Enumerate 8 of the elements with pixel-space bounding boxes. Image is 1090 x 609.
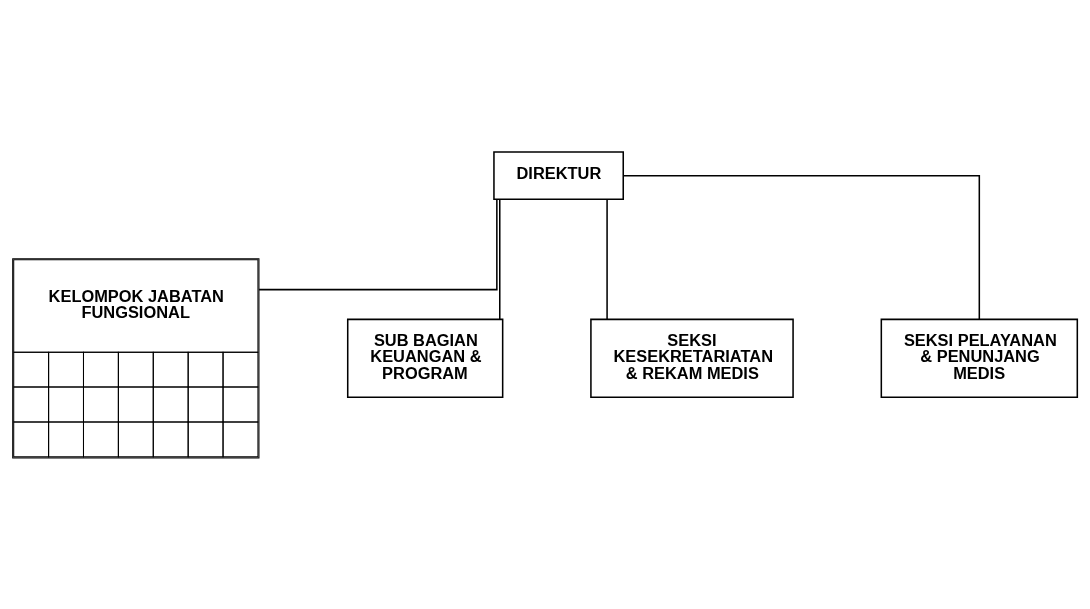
connector: [499, 198, 501, 320]
node-box: SEKSI PELAYANAN & PENUNJANG MEDIS: [880, 318, 1079, 398]
node-box: DIREKTUR: [493, 150, 624, 200]
node-box: SUB BAGIAN KEUANGAN & PROGRAM: [346, 318, 504, 398]
connector: [622, 174, 981, 320]
connector: [258, 198, 498, 290]
connector: [606, 198, 608, 320]
node-box: SEKSI KESEKRETARIATAN & REKAM MEDIS: [590, 318, 794, 398]
